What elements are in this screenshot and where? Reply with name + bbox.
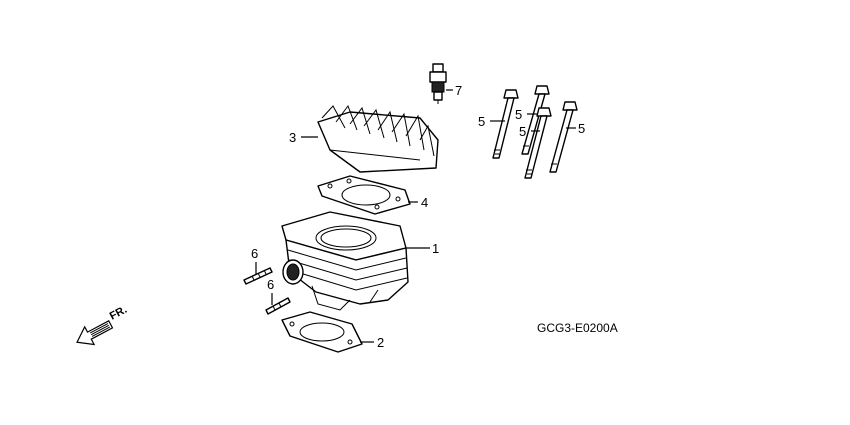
callout-dowel-lower: 6	[267, 277, 274, 292]
callout-cylinder-head: 3	[289, 130, 296, 145]
dowel-pin-upper[interactable]	[243, 267, 273, 285]
stud-bolt-a[interactable]	[492, 89, 519, 159]
head-gasket[interactable]	[317, 175, 411, 215]
callout-bolt-b: 5	[515, 107, 522, 122]
cylinder[interactable]	[281, 211, 409, 311]
direction-label: FR.	[108, 304, 129, 323]
stud-bolt-d[interactable]	[549, 101, 578, 173]
callout-bolt-d: 5	[578, 121, 585, 136]
callout-base-gasket: 2	[377, 335, 384, 350]
callout-spark-plug: 7	[455, 83, 462, 98]
callout-bolt-c: 5	[519, 124, 526, 139]
dowel-pin-lower[interactable]	[265, 297, 291, 315]
diagram-code: GCG3-E0200A	[537, 321, 618, 335]
callout-cylinder: 1	[432, 241, 439, 256]
callout-dowel-upper: 6	[251, 246, 258, 261]
stud-bolt-c[interactable]	[524, 107, 552, 179]
callout-bolt-a: 5	[478, 114, 485, 129]
base-gasket[interactable]	[281, 311, 363, 353]
cylinder-head[interactable]	[317, 104, 439, 173]
front-direction-arrow-icon	[76, 320, 114, 346]
spark-plug[interactable]	[429, 63, 447, 104]
callout-head-gasket: 4	[421, 195, 428, 210]
